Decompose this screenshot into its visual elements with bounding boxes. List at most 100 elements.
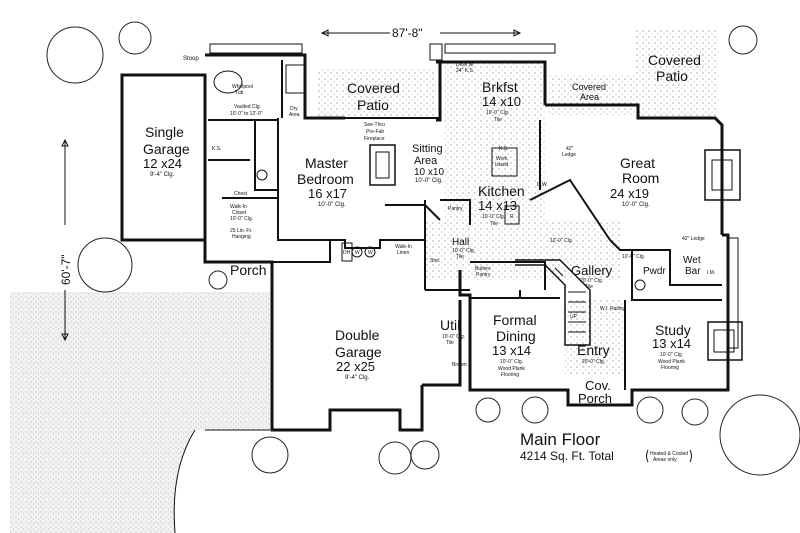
room-covered-patio-left: Covered Patio: [347, 80, 400, 113]
covered-patio-left-area: [318, 68, 436, 116]
svg-text:Patio: Patio: [656, 68, 688, 84]
svg-text:10'-0" to 12'-0": 10'-0" to 12'-0": [230, 111, 263, 117]
room-great-room: Great Room 24 x19 10'-0" Clg.: [610, 155, 659, 208]
svg-text:10'-0" Clg.: 10'-0" Clg.: [452, 248, 475, 254]
svg-text:Tile: Tile: [446, 340, 454, 346]
fireplace-see-thru: [369, 144, 396, 186]
title-block: Main Floor 4214 Sq. Ft. Total Heated & C…: [520, 430, 692, 463]
svg-text:Whirlpool: Whirlpool: [232, 84, 253, 90]
svg-text:Kitchen: Kitchen: [478, 183, 525, 199]
svg-text:Flooring: Flooring: [661, 365, 679, 371]
svg-text:10'-0" Clg.: 10'-0" Clg.: [318, 202, 346, 208]
room-cov-porch: Cov. Porch: [578, 378, 612, 406]
svg-text:Pre-Fab: Pre-Fab: [366, 129, 384, 135]
svg-text:Bar: Bar: [685, 266, 701, 277]
room-double-garage: Double Garage 22 x25 9'-4" Clg.: [335, 327, 382, 381]
svg-text:Wet: Wet: [683, 255, 701, 266]
svg-text:25 Lin. Ft.: 25 Lin. Ft.: [230, 228, 252, 234]
svg-text:20'-0" Clg.: 20'-0" Clg.: [582, 359, 605, 365]
tree-icon: [719, 394, 800, 476]
svg-text:16 x17: 16 x17: [308, 186, 347, 201]
hall-tile-area: [425, 220, 620, 280]
svg-text:10'-0" Clg.: 10'-0" Clg.: [442, 334, 465, 340]
svg-text:Great: Great: [620, 155, 655, 171]
svg-text:Dry: Dry: [290, 106, 298, 112]
shrub-icon: [378, 441, 412, 475]
svg-text:Cov.: Cov.: [585, 378, 611, 393]
svg-text:Room: Room: [622, 170, 659, 186]
svg-text:Study: Study: [655, 322, 691, 338]
svg-text:9'-4" Clg.: 9'-4" Clg.: [345, 375, 370, 381]
svg-text:10 x10: 10 x10: [414, 167, 444, 178]
svg-text:Area: Area: [414, 155, 438, 167]
svg-text:24" K.S.: 24" K.S.: [456, 68, 474, 74]
room-wet-bar: Wet Bar 42" Ledge I.M.: [682, 236, 715, 277]
room-entry: Entry 20'-0" Clg. W.I. Railing: [577, 306, 626, 365]
svg-text:Heated & Cooled: Heated & Cooled: [650, 451, 688, 457]
svg-text:Flooring: Flooring: [501, 372, 519, 378]
covered-patio-right-area: [636, 30, 718, 118]
interior-walls: [277, 118, 425, 249]
svg-text:Brkfst: Brkfst: [482, 79, 518, 95]
svg-text:Vaulted Clg.: Vaulted Clg.: [234, 104, 261, 110]
covered-area-zone: [548, 75, 638, 115]
svg-text:Covered: Covered: [572, 82, 606, 92]
room-study: Study 13 x14 10'-0" Clg. Wood Plank Floo…: [652, 322, 691, 371]
svg-text:Work: Work: [496, 156, 508, 162]
room-util: Util 10'-0" Clg. Tile Broom: [440, 317, 467, 368]
svg-text:Chest: Chest: [234, 191, 248, 197]
square-footage: 4214 Sq. Ft. Total: [520, 449, 614, 463]
room-gallery: Gallery 20'-0" Clg. Tile 12'-0" Clg.: [550, 238, 613, 290]
svg-text:Broom: Broom: [452, 362, 467, 368]
room-covered-area: Covered Area: [572, 82, 606, 102]
svg-text:Area: Area: [289, 112, 300, 118]
svg-text:Closet: Closet: [232, 210, 247, 216]
svg-text:42": 42": [566, 146, 574, 152]
room-stoop: Stoop: [183, 56, 199, 62]
svg-text:14 x10: 14 x10: [482, 94, 521, 109]
svg-text:42" Ledge: 42" Ledge: [682, 236, 705, 242]
svg-text:Tile: Tile: [585, 284, 593, 290]
svg-text:Hanging: Hanging: [232, 234, 251, 240]
stair-up-label: UP: [570, 314, 578, 320]
svg-text:10'-0" Clg.: 10'-0" Clg.: [482, 214, 505, 220]
svg-text:10'-0" Clg.: 10'-0" Clg.: [622, 202, 650, 208]
svg-text:Tile: Tile: [490, 221, 498, 227]
fireplace-study: [707, 321, 743, 361]
svg-text:Single: Single: [145, 124, 184, 140]
svg-text:12 x24: 12 x24: [143, 156, 182, 171]
svg-text:Gallery: Gallery: [571, 263, 613, 278]
svg-text:10'-0" Clg.: 10'-0" Clg.: [500, 359, 523, 365]
svg-text:W: W: [355, 250, 360, 256]
svg-text:Desk w/: Desk w/: [456, 62, 474, 68]
svg-text:10'-0" Clg.: 10'-0" Clg.: [486, 110, 509, 116]
svg-text:W.I. Railing: W.I. Railing: [600, 306, 626, 312]
svg-text:Covered: Covered: [347, 80, 400, 96]
svg-text:13 x14: 13 x14: [492, 343, 531, 358]
room-porch: Porch: [230, 262, 267, 278]
staircase[interactable]: [515, 259, 591, 346]
svg-text:K.S.: K.S.: [212, 146, 221, 152]
svg-text:Tile: Tile: [456, 254, 464, 260]
svg-text:Pantry: Pantry: [476, 272, 491, 278]
svg-text:Double: Double: [335, 327, 380, 343]
svg-text:Area: Area: [580, 92, 599, 102]
svg-text:Areas only: Areas only: [653, 457, 677, 463]
svg-text:Ledge: Ledge: [562, 152, 576, 158]
svg-text:Pantry: Pantry: [448, 206, 463, 212]
room-master-bedroom: Master Bedroom 16 x17 10'-0" Clg.: [297, 155, 354, 208]
svg-text:Bedroom: Bedroom: [297, 171, 354, 187]
svg-text:Tub: Tub: [235, 90, 244, 96]
svg-text:Fireplace: Fireplace: [364, 136, 385, 142]
svg-text:Dining: Dining: [496, 328, 536, 344]
svg-text:10'-0" Clg.: 10'-0" Clg.: [415, 178, 443, 184]
svg-text:Entry: Entry: [577, 342, 610, 358]
svg-text:Porch: Porch: [578, 391, 612, 406]
room-hall: Hall 10'-0" Clg. Tile: [452, 237, 475, 260]
tree-icon: [46, 26, 104, 84]
svg-text:Tile: Tile: [494, 117, 502, 123]
room-pwdr: Pwdr 10'-0" Clg.: [622, 254, 666, 277]
shrub-icon: [251, 436, 289, 474]
plan-title: Main Floor: [520, 430, 601, 449]
